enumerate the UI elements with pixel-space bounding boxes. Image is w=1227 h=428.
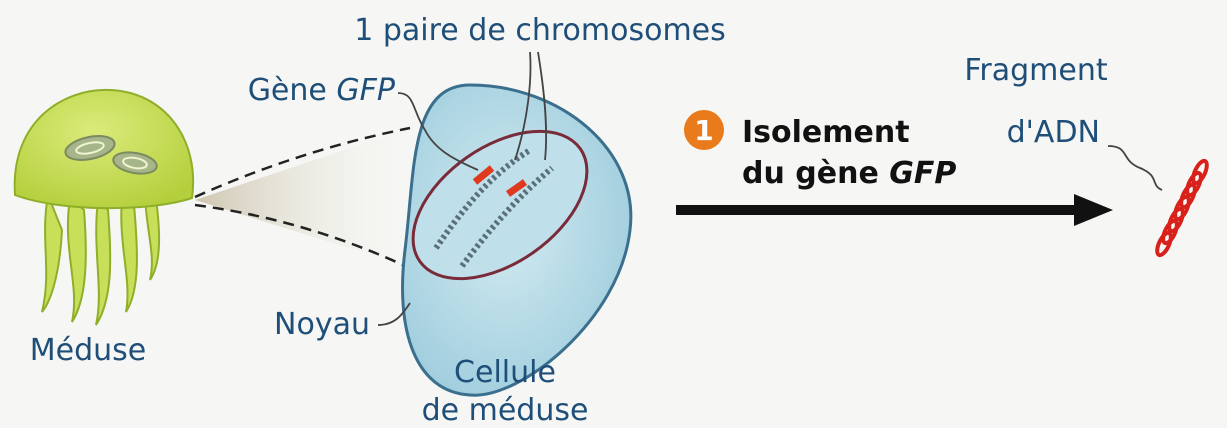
cell-label: de méduse: [422, 393, 589, 428]
dna-fragment-label: d'ADN: [1007, 115, 1100, 150]
jellyfish-illustration: [15, 90, 193, 325]
cell-illustration: [386, 85, 630, 395]
step-title: du gène GFP: [742, 156, 956, 191]
dna-fragment-label: Fragment: [964, 53, 1108, 88]
step-badge: 1: [684, 110, 724, 150]
process-arrow: [676, 194, 1113, 226]
jellyfish-label: Méduse: [30, 333, 146, 368]
step-title: Isolement: [742, 115, 910, 150]
chromosome-pair-label: 1 paire de chromosomes: [354, 13, 726, 48]
gene-gfp-label: Gène GFP: [248, 73, 396, 108]
cell-label: Cellule: [454, 355, 556, 390]
zoom-beam: [195, 128, 420, 272]
svg-text:1: 1: [694, 114, 713, 147]
nucleus-label: Noyau: [274, 307, 370, 342]
dna-fragment-coil: [1154, 159, 1209, 257]
